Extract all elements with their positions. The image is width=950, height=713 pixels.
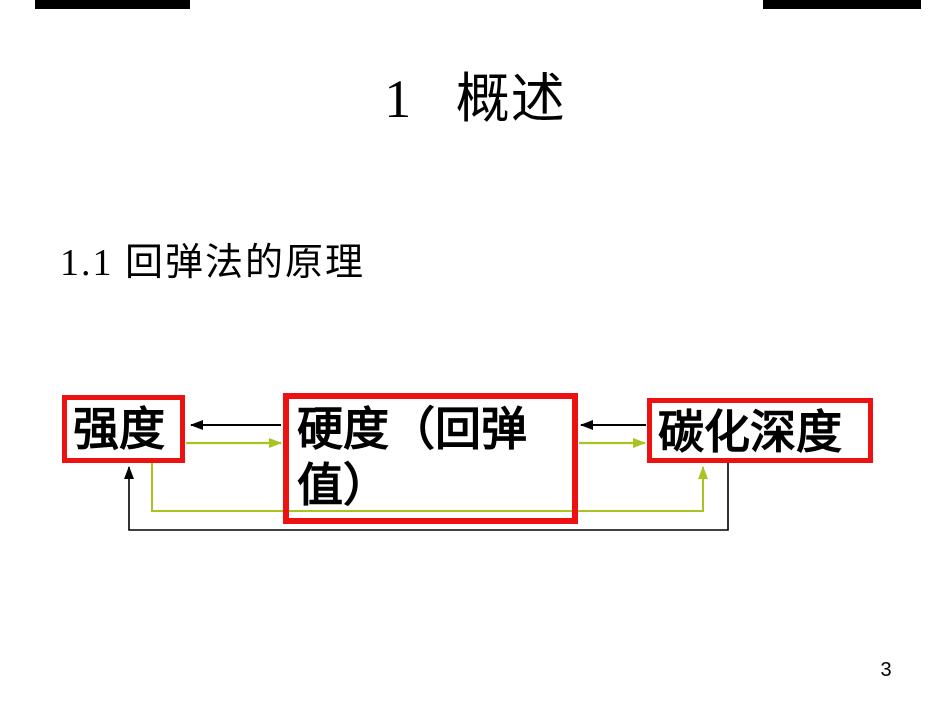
loop-carbonation-to-strength [124,463,729,531]
loop-strength-to-carbonation [151,463,708,512]
top-left-bar [35,0,190,9]
diagram-box-hardness: 硬度（回弹 值） [283,393,578,524]
slide-title: 1 概述 [384,69,566,129]
top-right-bar [763,0,921,9]
slide-subtitle: 1.1 回弹法的原理 [60,242,366,284]
diagram-box-strength: 强度 [62,395,185,463]
page-number: 3 [880,659,892,681]
diagram-box-carbonation: 碳化深度 [647,398,873,463]
